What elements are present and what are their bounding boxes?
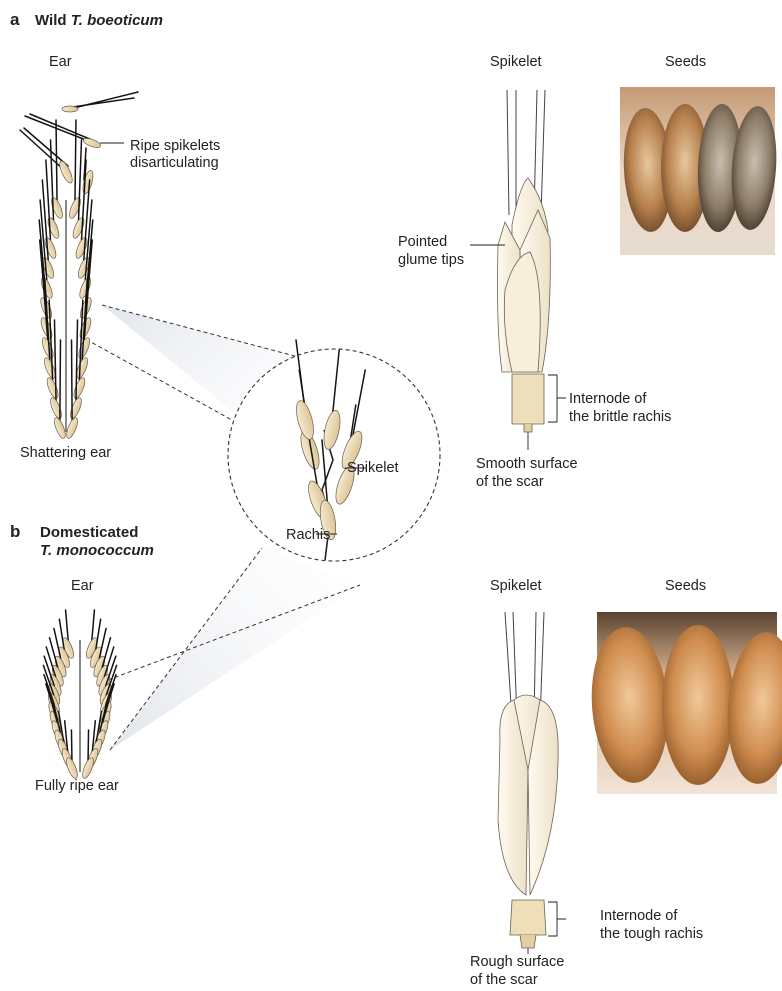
seeds-photo-domesticated [587,612,782,794]
internode-b-bracket [548,902,566,936]
label-shattering-ear: Shattering ear [20,445,111,461]
svg-text:Wild T. boeoticum: Wild T. boeoticum [35,12,163,29]
fully-ripe-ear-drawing [43,610,116,780]
label-internode-a-line2: the brittle rachis [569,409,671,425]
label-internode-b-line2: the tough rachis [600,926,703,942]
panel-b-seeds-heading: Seeds [665,578,706,594]
panel-b-ear-heading: Ear [71,578,94,594]
panel-a-heading: a Wild T. boeoticum [10,10,163,29]
label-scar-a-line1: Smooth surface [476,456,578,472]
seeds-photo-wild [620,87,780,255]
label-rachis: Rachis [286,527,330,543]
label-scar-b-line1: Rough surface [470,954,564,970]
label-scar-b-line2: of the scar [470,972,538,988]
internode-a-bracket [548,375,566,422]
panel-b-title-species: T. monococcum [40,542,154,559]
spikelet-domesticated-drawing [498,612,558,948]
label-internode-a-line1: Internode of [569,391,647,407]
spikelet-wild-drawing [498,90,551,432]
panel-b-title-line1: Domesticated [40,524,138,541]
label-ripe-line2: disarticulating [130,155,219,171]
label-glume-line2: glume tips [398,252,464,268]
panel-a-title-prefix: Wild [35,12,71,29]
label-ripe-line1: Ripe spikelets [130,138,220,154]
magnifier-cone-lower [110,548,360,750]
label-glume-line1: Pointed [398,234,447,250]
panel-a-letter: a [10,10,20,29]
panel-a-title-species: T. boeoticum [71,12,163,29]
label-internode-b-line1: Internode of [600,908,678,924]
panel-a-ear-heading: Ear [49,54,72,70]
panel-a-seeds-heading: Seeds [665,54,706,70]
label-fully-ripe-ear: Fully ripe ear [35,778,119,794]
panel-b-heading: b Domesticated T. monococcum [10,522,154,559]
panel-b-spikelet-heading: Spikelet [490,578,542,594]
panel-a-spikelet-heading: Spikelet [490,54,542,70]
panel-b-letter: b [10,522,20,541]
label-detail-spikelet: Spikelet [347,460,399,476]
label-scar-a-line2: of the scar [476,474,544,490]
